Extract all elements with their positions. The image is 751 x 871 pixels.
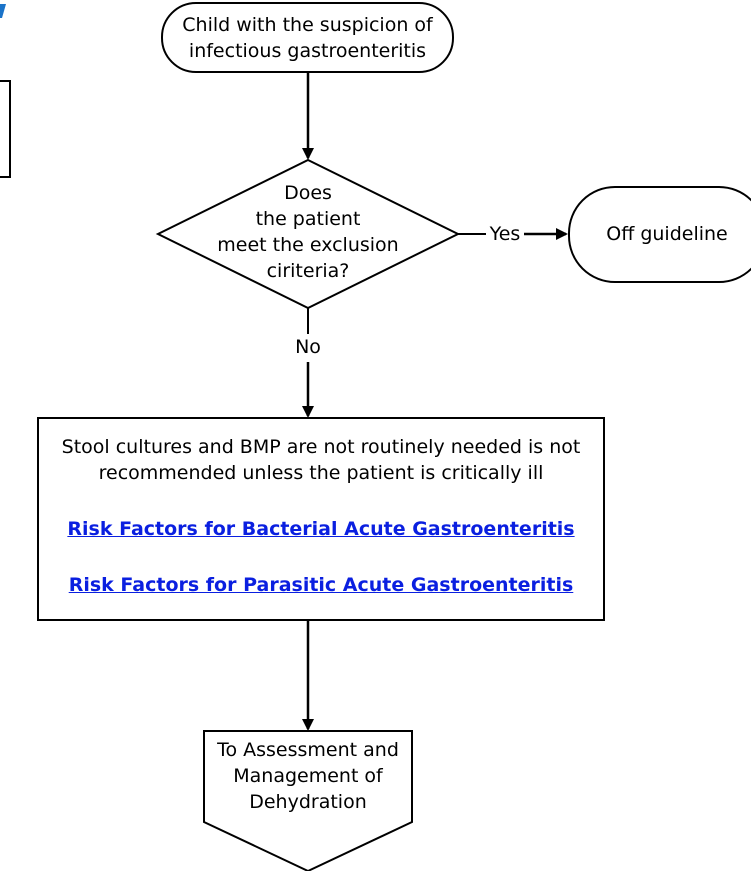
edge-yes-label: Yes — [489, 223, 521, 245]
start-node-line-1: Child with the suspicion of — [182, 14, 433, 36]
start-node-label: Child with the suspicion of infectious g… — [162, 12, 453, 64]
process-box-shape — [37, 417, 605, 621]
offpage-connector-shape — [203, 730, 413, 871]
decision-line-1: Does — [284, 182, 332, 204]
edge-no-label: No — [295, 336, 321, 358]
off-guideline-terminator-shape — [568, 186, 751, 283]
bacterial-risk-factors-link[interactable]: Risk Factors for Bacterial Acute Gastroe… — [67, 518, 575, 540]
offpage-node-label: To Assessment and Management of Dehydrat… — [204, 737, 412, 815]
process-line-2: recommended unless the patient is critic… — [98, 462, 544, 484]
decision-node-label: Does the patient meet the exclusion ciri… — [198, 180, 418, 284]
offpage-line-2: Management of — [233, 765, 383, 787]
off-guideline-label: Off guideline — [606, 223, 728, 245]
offpage-line-3: Dehydration — [249, 791, 367, 813]
cropped-box-fragment — [0, 80, 11, 178]
parasitic-risk-factors-link[interactable]: Risk Factors for Parasitic Acute Gastroe… — [68, 574, 574, 596]
decision-line-4: ciriteria? — [266, 260, 350, 282]
process-line-1: Stool cultures and BMP are not routinely… — [61, 436, 581, 458]
logo-fragment — [0, 0, 14, 22]
start-node-line-2: infectious gastroenteritis — [188, 40, 427, 62]
offpage-line-1: To Assessment and — [217, 739, 399, 761]
decision-line-2: the patient — [255, 208, 361, 230]
process-node-label: Stool cultures and BMP are not routinely… — [38, 434, 604, 598]
decision-line-3: meet the exclusion — [217, 234, 399, 256]
